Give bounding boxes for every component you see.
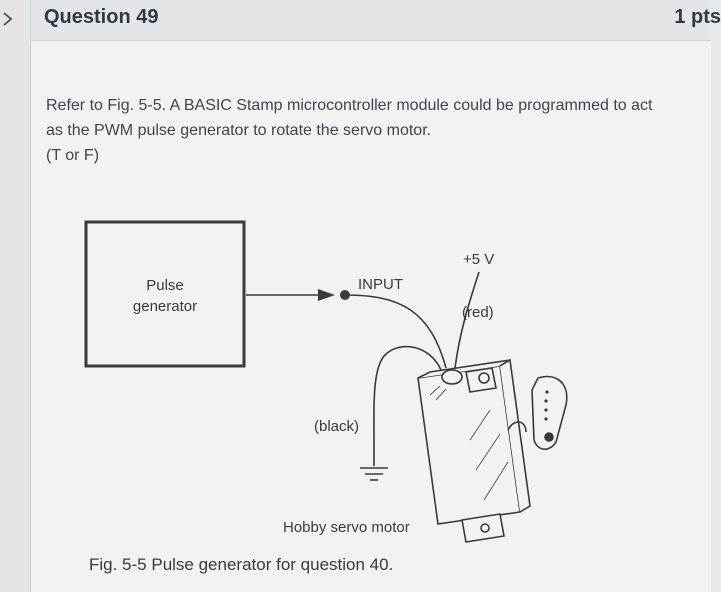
box-label-line2: generator [133, 298, 197, 315]
sidebar-strip [0, 0, 31, 592]
input-wire [344, 294, 447, 369]
arrow-head-icon [318, 289, 335, 301]
question-text: Refer to Fig. 5-5. A BASIC Stamp microco… [46, 93, 706, 168]
plus5v-wire [454, 271, 480, 369]
ground-icon [360, 467, 388, 481]
question-title: Question 49 [44, 6, 159, 28]
black-label: (black) [314, 418, 359, 435]
question-text-line-2: as the PWM pulse generator to rotate the… [46, 122, 432, 139]
servo-horn-holes [544, 390, 549, 421]
ground-wire [373, 345, 442, 466]
question-text-line-1: Refer to Fig. 5-5. A BASIC Stamp microco… [46, 97, 653, 114]
question-text-line-3: (T or F) [46, 147, 100, 164]
servo-motor-icon [417, 358, 568, 543]
red-label: (red) [462, 304, 494, 321]
box-label-line1: Pulse [146, 277, 184, 294]
servo-label: Hobby servo motor [283, 519, 410, 536]
question-header: Question 49 1 pts [31, 0, 721, 41]
servo-figure: Pulse generator INPUT +5 V (red) (black) [84, 220, 568, 574]
input-label: INPUT [358, 276, 403, 293]
pulse-generator-box [84, 220, 246, 368]
servo-hatching [429, 385, 509, 501]
chevron-right-icon[interactable] [0, 10, 18, 28]
plus5v-label: +5 V [463, 251, 494, 268]
figure-caption: Fig. 5-5 Pulse generator for question 40… [89, 555, 393, 574]
question-points: 1 pts [674, 6, 721, 28]
